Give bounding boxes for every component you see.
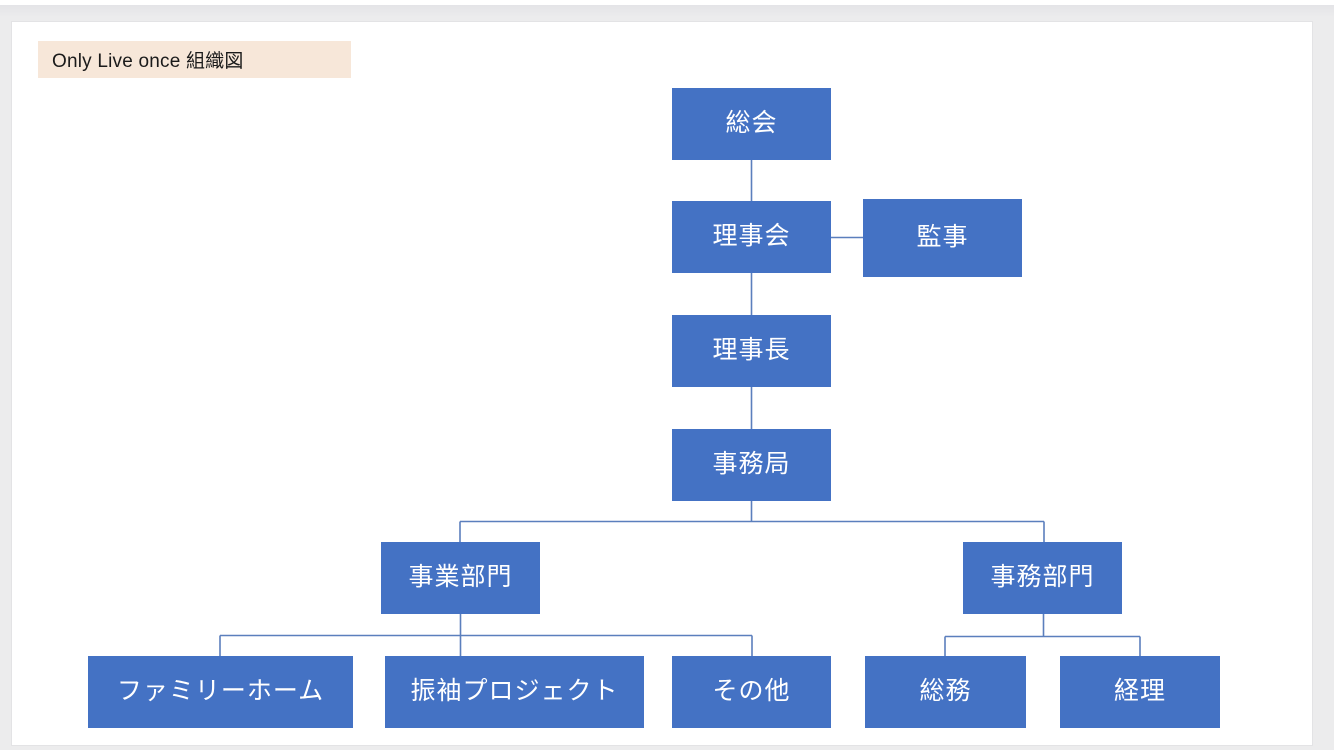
org-node-secretariat[interactable]: 事務局 <box>672 429 831 501</box>
org-node-auditor[interactable]: 監事 <box>863 199 1022 277</box>
org-node-label: 振袖プロジェクト <box>410 677 619 706</box>
org-node-general-affairs[interactable]: 総務 <box>865 656 1026 728</box>
org-node-label: 経理 <box>1113 677 1166 706</box>
org-node-furisode-project[interactable]: 振袖プロジェクト <box>385 656 644 728</box>
org-node-label: ファミリーホーム <box>116 677 325 706</box>
org-node-label: 事業部門 <box>408 563 513 592</box>
org-node-family-home[interactable]: ファミリーホーム <box>88 656 353 728</box>
org-node-admin-division[interactable]: 事務部門 <box>963 542 1122 614</box>
page-title: Only Live once 組織図 <box>38 41 351 78</box>
org-node-label: その他 <box>712 677 791 706</box>
slide-canvas[interactable]: Only Live once 組織図 <box>12 22 1312 745</box>
org-node-label: 総務 <box>919 677 972 706</box>
org-node-label: 理事会 <box>712 222 791 251</box>
org-node-label: 理事長 <box>712 336 791 365</box>
org-node-label: 事務局 <box>712 450 791 479</box>
org-node-general-assembly[interactable]: 総会 <box>672 88 831 160</box>
connector-layer <box>219 160 1141 656</box>
org-node-label: 事務部門 <box>990 563 1095 592</box>
org-chart: 総会 理事会 監事 理事長 事務局 事業部門 事務部門 ファミリーホーム <box>12 22 1312 745</box>
org-node-accounting[interactable]: 経理 <box>1060 656 1220 728</box>
org-node-business-division[interactable]: 事業部門 <box>381 542 540 614</box>
org-node-board[interactable]: 理事会 <box>672 201 831 273</box>
org-node-label: 監事 <box>916 223 969 252</box>
org-node-label: 総会 <box>725 109 778 138</box>
org-node-others[interactable]: その他 <box>672 656 831 728</box>
org-node-chairman[interactable]: 理事長 <box>672 315 831 387</box>
